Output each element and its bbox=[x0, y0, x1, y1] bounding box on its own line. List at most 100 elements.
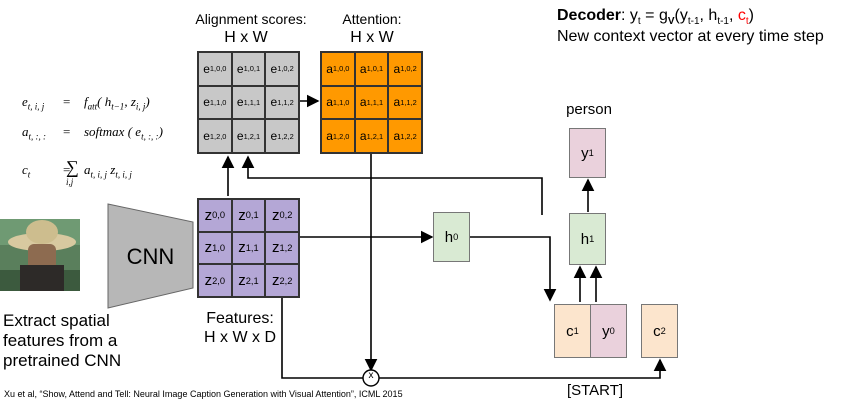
eq-symbol: a bbox=[22, 124, 29, 139]
attention-dims: H x W bbox=[350, 29, 394, 46]
formula-sub: V bbox=[667, 16, 675, 28]
features-title: Features: bbox=[206, 310, 274, 327]
decoder-subtitle: New context vector at every time step bbox=[557, 28, 824, 45]
cell-symbol: a bbox=[359, 61, 367, 76]
cell-symbol: a bbox=[359, 129, 367, 144]
multiply-label: x bbox=[368, 370, 374, 381]
arrow-h0-to-c1 bbox=[470, 236, 557, 302]
caption-line: Extract spatial bbox=[3, 311, 110, 330]
eq-sub: t, :, : bbox=[28, 131, 47, 142]
node-symbol: c bbox=[566, 322, 574, 340]
alignment-title: Alignment scores: bbox=[195, 11, 307, 27]
formula-text: : y bbox=[621, 7, 638, 24]
cell-sub: 1,2,2 bbox=[277, 131, 294, 141]
eq-symbol: z bbox=[110, 162, 116, 177]
person-label: person bbox=[566, 101, 612, 118]
cell-sub: 1,1,2 bbox=[400, 97, 417, 107]
input-image bbox=[0, 219, 80, 291]
cnn-label: CNN bbox=[126, 244, 175, 269]
cell-sub: 1,1,0 bbox=[332, 97, 350, 107]
formula-text: , h bbox=[699, 7, 718, 24]
cell-sub: 1,0,0 bbox=[209, 64, 227, 74]
cell-symbol: a bbox=[326, 61, 333, 76]
cell-symbol: a bbox=[326, 95, 333, 110]
node-symbol: y bbox=[581, 144, 589, 162]
equation-c-rhs: at, i, j zt, i, j bbox=[84, 162, 132, 180]
equation-e-rhs: fatt( ht−1, zi, j) bbox=[84, 94, 150, 112]
formula-text: , bbox=[728, 7, 738, 24]
alignment-dims: H x W bbox=[224, 29, 268, 46]
cell-symbol: a bbox=[393, 95, 401, 110]
equation-a-rhs: softmax ( et, :, :) bbox=[84, 124, 163, 142]
eq-symbol: , z bbox=[124, 94, 136, 109]
equation-c: ct bbox=[22, 162, 30, 180]
node-sub: 0 bbox=[609, 326, 615, 336]
cell-symbol: z bbox=[204, 272, 213, 290]
cell-symbol: z bbox=[271, 206, 280, 224]
cell-symbol: z bbox=[204, 239, 213, 257]
image-caption: Extract spatial features from a pretrain… bbox=[3, 311, 121, 371]
cell-symbol: e bbox=[270, 95, 278, 110]
eq-sign: = bbox=[63, 124, 71, 139]
cell-symbol: e bbox=[203, 61, 210, 76]
node-sub: 1 bbox=[589, 234, 595, 244]
cell-sub: 2,2 bbox=[279, 275, 293, 286]
cell-sub: 1,1,0 bbox=[209, 97, 227, 107]
cell-sub: 1,1,1 bbox=[243, 97, 261, 107]
eq-symbol: c bbox=[22, 162, 28, 177]
cell-sub: 1,1,2 bbox=[277, 97, 294, 107]
eq-sub: t, i, j bbox=[90, 169, 108, 180]
cell-symbol: e bbox=[203, 129, 210, 144]
formula-sub: t-1 bbox=[717, 16, 729, 28]
caption-line: pretrained CNN bbox=[3, 351, 122, 370]
eq-symbol: ) bbox=[158, 124, 163, 139]
cell-sub: 1,0,2 bbox=[400, 64, 417, 74]
eq-sub: att bbox=[87, 101, 98, 112]
cell-sub: 1,0,2 bbox=[277, 64, 294, 74]
node-sub: 1 bbox=[588, 148, 594, 158]
formula-text: = g bbox=[640, 7, 668, 24]
cell-sub: 1,0,0 bbox=[332, 64, 350, 74]
node-symbol: h bbox=[444, 228, 454, 246]
node-sub: 1 bbox=[573, 326, 579, 336]
cell-sub: 1,2,0 bbox=[209, 131, 227, 141]
cell-sub: 2,1 bbox=[245, 275, 259, 286]
formula-text: (y bbox=[674, 7, 688, 24]
attention-title: Attention: bbox=[342, 11, 402, 27]
eq-sub: t, i, j bbox=[115, 169, 132, 180]
node-symbol: c bbox=[653, 322, 661, 340]
formula-sub: t-1 bbox=[687, 16, 700, 28]
eq-symbol: ( e bbox=[127, 124, 142, 139]
eq-symbol: a bbox=[84, 162, 91, 177]
eq-sub: t, :, : bbox=[141, 131, 159, 142]
eq-sub: i, j bbox=[135, 101, 146, 112]
node-sub: 2 bbox=[660, 326, 666, 336]
formula-sub: t bbox=[637, 16, 641, 28]
